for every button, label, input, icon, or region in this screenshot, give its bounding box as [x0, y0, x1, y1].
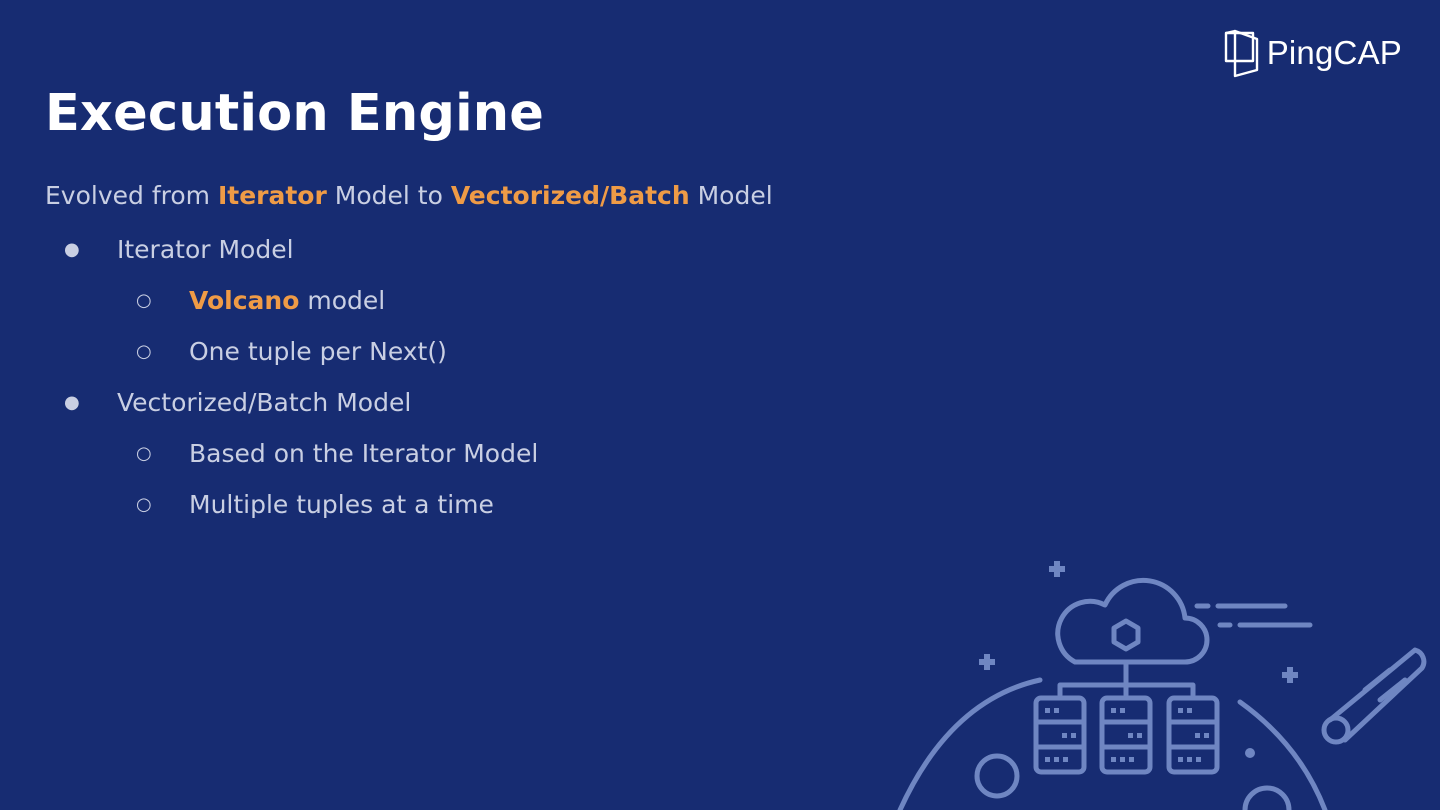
volcano-rest: model	[299, 286, 386, 315]
intro-text-1: Evolved from	[45, 181, 218, 210]
intro-highlight-iterator: Iterator	[217, 181, 327, 210]
pingcap-logo-icon	[1224, 29, 1258, 78]
bullet-text: Volcano model	[189, 283, 385, 319]
intro-text-3: Model	[689, 181, 773, 210]
filled-bullet-icon: ●	[64, 392, 80, 413]
hollow-bullet-icon: ○	[136, 443, 152, 464]
filled-bullet-icon: ●	[64, 239, 80, 260]
bullet-text: One tuple per Next()	[189, 337, 447, 366]
logo-text: PingCAP	[1266, 34, 1402, 71]
slide-title: Execution Engine	[45, 84, 545, 143]
bullet-text: Multiple tuples at a time	[189, 490, 494, 519]
hollow-bullet-icon: ○	[136, 341, 152, 362]
intro-highlight-vectorized: Vectorized/Batch	[450, 181, 690, 210]
cloud-servers-illustration	[897, 561, 1427, 810]
volcano-highlight: Volcano	[189, 286, 300, 315]
bullet-text: Vectorized/Batch Model	[117, 388, 412, 417]
bullet-text: Iterator Model	[117, 235, 294, 264]
intro-line: Evolved from Iterator Model to Vectorize…	[45, 181, 773, 210]
intro-text-2: Model to	[326, 181, 451, 210]
bullet-text: Based on the Iterator Model	[189, 439, 539, 468]
hollow-bullet-icon: ○	[136, 494, 152, 515]
hollow-bullet-icon: ○	[136, 290, 152, 311]
pingcap-logo: PingCAP	[1223, 28, 1402, 78]
